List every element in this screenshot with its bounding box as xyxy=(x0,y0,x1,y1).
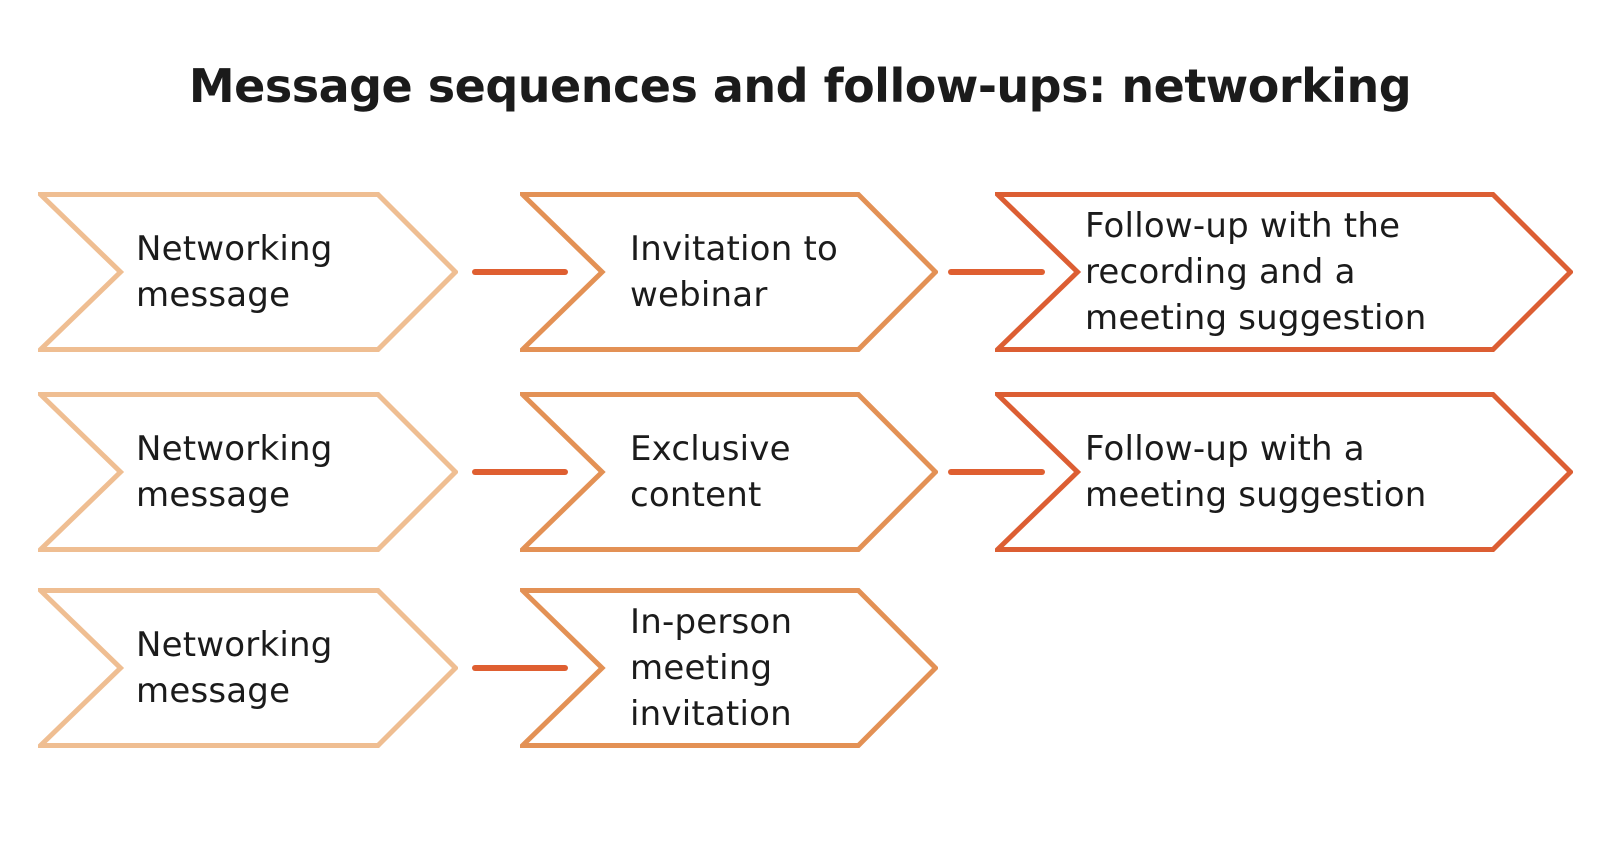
connector-line xyxy=(948,469,1045,475)
step-label: Exclusive content xyxy=(630,429,791,515)
chevron-arrow-shape xyxy=(995,192,1573,352)
step-label: Follow-up with the recording and a meeti… xyxy=(1085,206,1427,338)
chevron-arrow-shape xyxy=(520,392,938,552)
step-label: In-person meeting invitation xyxy=(630,602,793,734)
step-row1-networking-message: Networking message xyxy=(38,192,458,352)
chevron-arrow-shape xyxy=(995,392,1573,552)
chevron-arrow-shape xyxy=(38,588,458,748)
connector-line xyxy=(948,269,1045,275)
step-label: Follow-up with a meeting suggestion xyxy=(1085,429,1427,515)
step-row2-follow-up-meeting-suggestion: Follow-up with a meeting suggestion xyxy=(995,392,1573,552)
step-row1-invitation-to-webinar: Invitation to webinar xyxy=(520,192,938,352)
step-row1-follow-up-recording-meeting: Follow-up with the recording and a meeti… xyxy=(995,192,1573,352)
step-row2-networking-message: Networking message xyxy=(38,392,458,552)
connector-line xyxy=(472,269,568,275)
page-title: Message sequences and follow-ups: networ… xyxy=(188,59,1412,113)
chevron-arrow-shape xyxy=(38,392,458,552)
step-row2-exclusive-content: Exclusive content xyxy=(520,392,938,552)
step-label: Networking message xyxy=(136,229,333,315)
chevron-arrow-shape xyxy=(520,588,938,748)
chevron-arrow-shape xyxy=(38,192,458,352)
connector-line xyxy=(472,469,568,475)
step-row3-in-person-meeting-invitation: In-person meeting invitation xyxy=(520,588,938,748)
step-row3-networking-message: Networking message xyxy=(38,588,458,748)
step-label: Invitation to webinar xyxy=(630,229,838,315)
connector-line xyxy=(472,665,568,671)
chevron-arrow-shape xyxy=(520,192,938,352)
step-label: Networking message xyxy=(136,625,333,711)
step-label: Networking message xyxy=(136,429,333,515)
